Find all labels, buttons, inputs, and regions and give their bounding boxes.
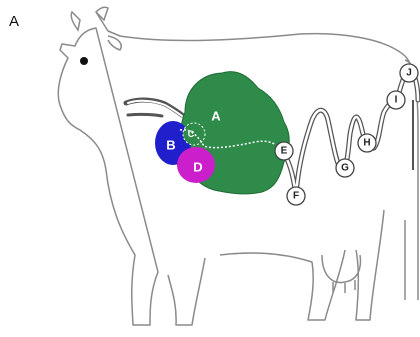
horn-left	[71, 12, 80, 30]
svg-text:J: J	[406, 68, 412, 79]
svg-text:H: H	[363, 138, 370, 149]
label-e: E	[275, 142, 293, 160]
ear	[108, 36, 121, 50]
udder	[322, 255, 360, 283]
svg-text:G: G	[341, 163, 349, 174]
horn-right	[96, 7, 108, 20]
label-j: J	[400, 64, 418, 82]
eye	[80, 57, 88, 65]
abomasum-label: D	[193, 160, 202, 175]
svg-text:F: F	[293, 191, 299, 202]
label-i: I	[387, 91, 405, 109]
rumen-label: A	[211, 109, 221, 124]
svg-text:I: I	[395, 95, 398, 106]
reticulum-label: B	[166, 138, 175, 153]
svg-text:E: E	[281, 146, 288, 157]
label-f: F	[287, 187, 305, 205]
label-h: H	[358, 134, 376, 152]
esophagus-lower	[128, 114, 162, 116]
label-g: G	[336, 159, 354, 177]
